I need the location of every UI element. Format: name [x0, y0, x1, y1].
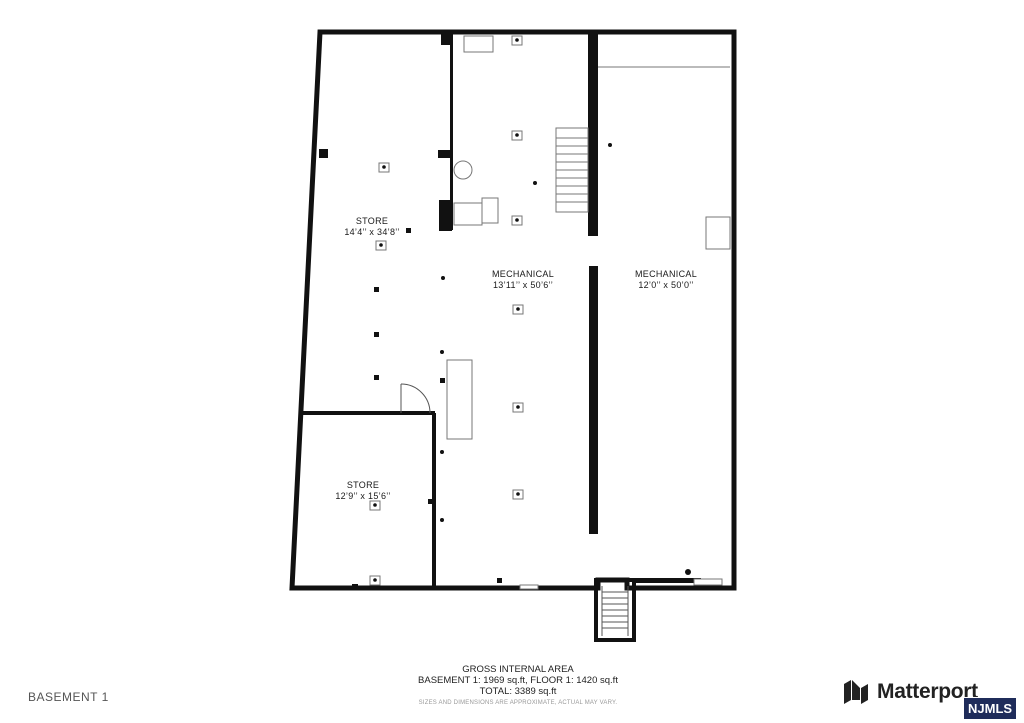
room-name: STORE [355, 216, 389, 226]
room-name: MECHANICAL [634, 269, 697, 279]
fixtures [446, 35, 731, 590]
room-label-mechanical-2: MECHANICAL 12’0’’ x 50’0’’ [616, 269, 716, 291]
room-label-store-1: STORE 14’4’’ x 34’8’’ [322, 216, 422, 238]
interior-staircase [555, 127, 589, 213]
area-total: TOTAL: 3389 sq.ft [479, 686, 557, 697]
watermark-badge: NJMLS [963, 697, 1018, 720]
interior-walls [300, 33, 701, 588]
area-heading: GROSS INTERNAL AREA [462, 664, 574, 675]
scan-markers [369, 35, 524, 586]
gross-internal-area: GROSS INTERNAL AREA BASEMENT 1: 1969 sq.… [388, 664, 648, 709]
room-dimensions: 13’11’’ x 50’6’’ [492, 280, 553, 290]
room-dimensions: 14’4’’ x 34’8’’ [344, 227, 400, 237]
room-dimensions: 12’0’’ x 50’0’’ [638, 280, 694, 290]
area-disclaimer: SIZES AND DIMENSIONS ARE APPROXIMATE, AC… [418, 700, 618, 706]
exterior-stairs [594, 578, 636, 642]
area-breakdown: BASEMENT 1: 1969 sq.ft, FLOOR 1: 1420 sq… [418, 675, 618, 686]
room-label-mechanical-1: MECHANICAL 13’11’’ x 50’6’’ [473, 269, 573, 291]
marker-dots [352, 38, 691, 588]
matterport-logo-icon [844, 680, 868, 704]
room-dimensions: 12’9’’ x 15’6’’ [335, 491, 391, 501]
brand-logo: Matterport [843, 677, 978, 707]
room-name: MECHANICAL [491, 269, 554, 279]
room-label-store-2: STORE 12’9’’ x 15’6’’ [313, 480, 413, 502]
door [400, 383, 431, 414]
room-name: STORE [346, 480, 380, 490]
floor-name: BASEMENT 1 [28, 690, 109, 704]
brand-name: Matterport [877, 680, 978, 703]
